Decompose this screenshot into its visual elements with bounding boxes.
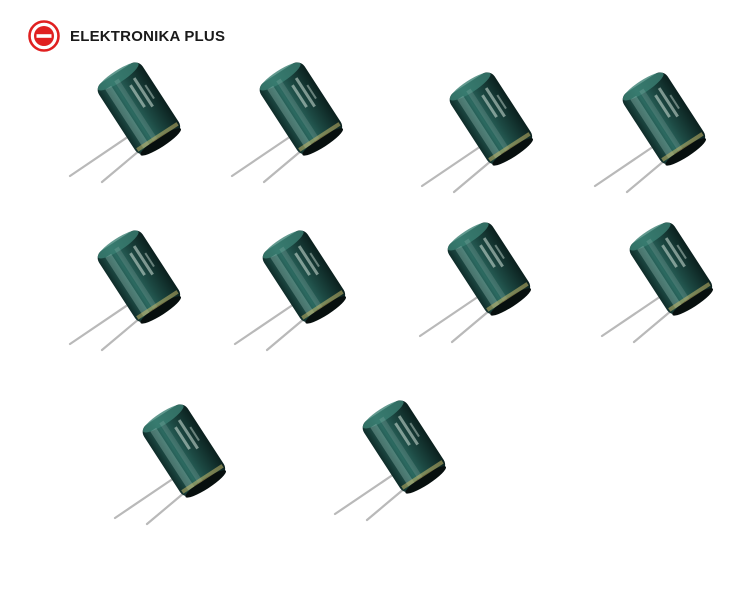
circle-minus-logo-icon (28, 20, 60, 52)
brand-header: ELEKTRONIKA PLUS (28, 20, 225, 52)
capacitor-9 (113, 398, 232, 526)
capacitor-5 (68, 224, 187, 352)
brand-name: ELEKTRONIKA PLUS (70, 27, 226, 45)
capacitor-1 (68, 56, 187, 184)
capacitor-7 (418, 216, 537, 344)
capacitor-4 (593, 66, 712, 194)
capacitor-10 (333, 394, 452, 522)
capacitor-2 (230, 56, 349, 184)
capacitor-3 (420, 66, 539, 194)
capacitor-8 (600, 216, 719, 344)
capacitor-6 (233, 224, 352, 352)
